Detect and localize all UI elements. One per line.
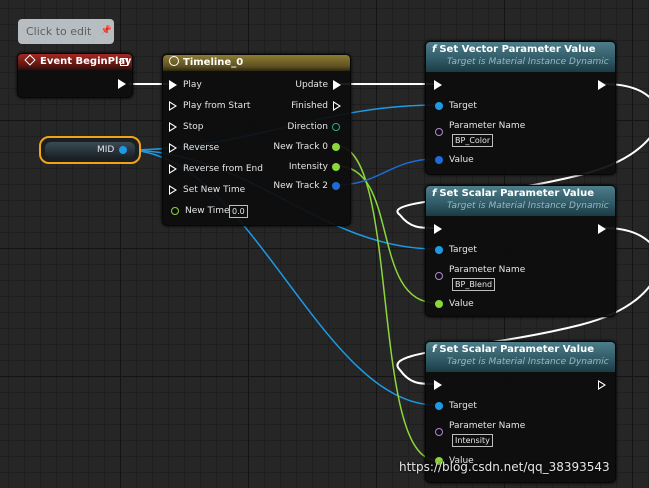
output-direction-label: Direction — [287, 122, 328, 132]
function-icon: f — [432, 44, 437, 55]
parameter-name-field[interactable]: BP_Blend — [452, 278, 496, 291]
function-icon: f — [432, 188, 437, 199]
parameter-name-pin[interactable] — [435, 128, 443, 136]
exec-input-reverse-from-end-pin[interactable] — [169, 164, 177, 174]
clock-icon — [169, 56, 179, 66]
tooltip-text: Click to edit — [26, 25, 92, 38]
value-label: Value — [449, 456, 474, 466]
new-track-0-output-pin[interactable] — [332, 143, 340, 151]
exec-output-pin[interactable] — [598, 80, 606, 90]
diamond-event-icon — [24, 54, 36, 66]
target-label: Target — [449, 245, 477, 255]
input-reverse-label: Reverse — [183, 143, 220, 153]
input-stop-label: Stop — [183, 122, 204, 132]
target-label: Target — [449, 101, 477, 111]
mid-output-pin[interactable] — [119, 146, 127, 154]
parameter-name-field[interactable]: Intensity — [452, 434, 493, 447]
parameter-name-pin[interactable] — [435, 272, 443, 280]
node-header: Event BeginPlay — [18, 54, 132, 70]
input-play-label: Play — [183, 80, 202, 90]
exec-input-set-new-time-pin[interactable] — [169, 185, 177, 195]
exec-input-stop-pin[interactable] — [169, 122, 177, 132]
new-track-2-output-pin[interactable] — [332, 182, 340, 190]
node-title: Set Vector Parameter Value — [439, 44, 596, 55]
value-input-pin[interactable] — [435, 156, 443, 164]
node-subtitle: Target is Material Instance Dynamic — [447, 357, 609, 367]
pin-icon[interactable]: 📌 — [100, 26, 112, 36]
output-finished-label: Finished — [291, 101, 328, 111]
input-play-from-start-label: Play from Start — [183, 101, 251, 111]
timeline-node[interactable]: Timeline_0 Play Play from Start Stop Rev… — [162, 54, 351, 226]
function-icon: f — [432, 344, 437, 355]
node-subtitle: Target is Material Instance Dynamic — [447, 57, 609, 67]
click-to-edit-tooltip[interactable]: Click to edit 📌 — [18, 19, 114, 44]
exec-output-pin[interactable] — [598, 380, 606, 390]
exec-output-finished-pin[interactable] — [333, 101, 341, 111]
target-label: Target — [449, 401, 477, 411]
node-title: Timeline_0 — [183, 57, 244, 68]
node-title: Set Scalar Parameter Value — [439, 188, 595, 199]
color-wire-track2-value — [336, 158, 437, 186]
float-wire-track0-value — [336, 145, 437, 461]
parameter-name-label: Parameter Name — [449, 421, 526, 431]
new-time-label: New Time — [185, 206, 230, 216]
output-new-track-2-label: New Track 2 — [273, 181, 328, 191]
exec-output-update-pin[interactable] — [333, 80, 341, 90]
output-new-track-0-label: New Track 0 — [273, 142, 328, 152]
output-intensity-label: Intensity — [288, 162, 328, 172]
target-input-pin[interactable] — [435, 402, 443, 410]
mid-node-body — [45, 142, 135, 158]
node-title: Set Scalar Parameter Value — [439, 344, 595, 355]
exec-input-pin[interactable] — [434, 380, 442, 390]
exec-input-play-pin[interactable] — [169, 80, 177, 90]
new-time-input-pin[interactable] — [171, 207, 179, 215]
mid-variable-node[interactable]: MID — [39, 136, 141, 164]
intensity-output-pin[interactable] — [332, 163, 340, 171]
input-set-new-time-label: Set New Time — [183, 185, 246, 195]
target-input-pin[interactable] — [435, 246, 443, 254]
direction-output-pin[interactable] — [332, 123, 340, 131]
mid-label: MID — [97, 145, 115, 155]
target-input-pin[interactable] — [435, 102, 443, 110]
exec-output-pin[interactable] — [598, 224, 606, 234]
input-reverse-from-end-label: Reverse from End — [183, 164, 263, 174]
parameter-name-field[interactable]: BP_Color — [452, 134, 494, 147]
delegate-pin-icon[interactable] — [120, 58, 128, 66]
watermark-text: https://blog.csdn.net/qq_38393543 — [399, 460, 610, 474]
exec-input-pin[interactable] — [434, 224, 442, 234]
event-beginplay-node[interactable]: Event BeginPlay — [17, 53, 133, 98]
exec-input-reverse-pin[interactable] — [169, 143, 177, 153]
node-header: Timeline_0 — [163, 55, 350, 71]
exec-wire-scalar1-scalar2 — [396, 227, 649, 385]
value-input-pin[interactable] — [435, 300, 443, 308]
exec-input-play-from-start-pin[interactable] — [169, 101, 177, 111]
parameter-name-label: Parameter Name — [449, 265, 526, 275]
output-update-label: Update — [295, 80, 328, 90]
value-label: Value — [449, 155, 474, 165]
float-wire-intensity-value — [336, 165, 437, 304]
value-label: Value — [449, 299, 474, 309]
value-input-pin[interactable] — [435, 457, 443, 465]
new-time-value-field[interactable]: 0.0 — [229, 205, 248, 218]
exec-output-pin[interactable] — [118, 79, 126, 89]
parameter-name-label: Parameter Name — [449, 121, 526, 131]
node-subtitle: Target is Material Instance Dynamic — [447, 201, 609, 211]
node-title: Event BeginPlay — [40, 56, 132, 67]
exec-input-pin[interactable] — [434, 80, 442, 90]
parameter-name-pin[interactable] — [435, 428, 443, 436]
